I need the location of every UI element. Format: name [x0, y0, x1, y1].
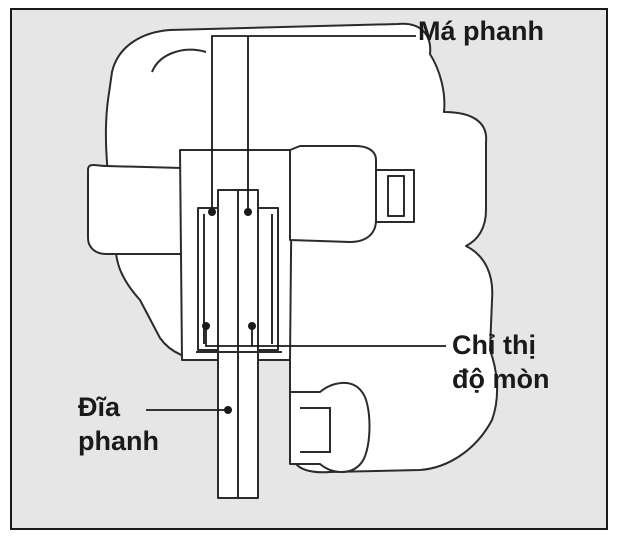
left-mounting-ear [87, 164, 183, 255]
leader-dot [248, 322, 256, 330]
leader-dot [224, 406, 232, 414]
wear-indicator-label-line1: Chỉ thị [452, 330, 536, 360]
brake-disc-label-line2: phanh [78, 426, 159, 456]
brake-disc-label-line1: Đĩa [78, 392, 121, 422]
caliper-right-block [289, 145, 377, 243]
lower-bolt-ring [300, 407, 331, 453]
leader-dot [208, 208, 216, 216]
piston-cap [387, 175, 405, 217]
leader-dot [244, 208, 252, 216]
leader-dot [202, 322, 210, 330]
wear-indicator-label-line2: độ mòn [452, 364, 550, 394]
caliper-bump [151, 48, 207, 73]
brake-pad-label: Má phanh [418, 16, 544, 46]
caliper-housing [104, 22, 499, 474]
brake-pad-right [257, 207, 279, 351]
leader-brake-pad [211, 35, 416, 212]
